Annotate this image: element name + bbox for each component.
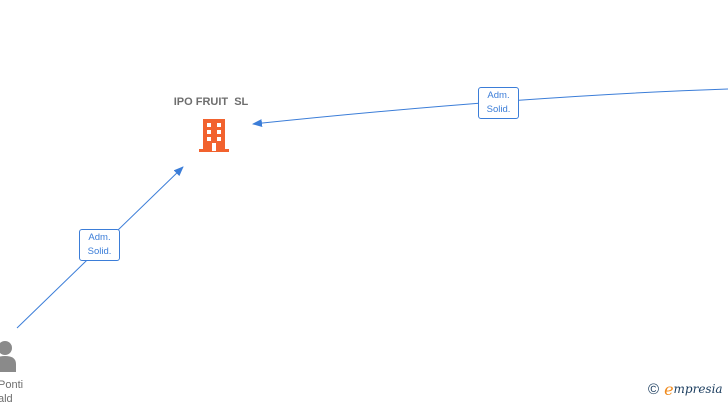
company-name[interactable]: IPO FRUIT SL xyxy=(173,96,249,108)
brand-name: mpresia xyxy=(673,382,723,396)
relation-label-left[interactable]: Adm. Solid. xyxy=(79,229,120,261)
relation-label-top[interactable]: Adm. Solid. xyxy=(478,87,519,119)
person-icon[interactable] xyxy=(0,338,18,372)
copyright-icon: © xyxy=(648,380,660,398)
person-name[interactable]: Ponti ald xyxy=(0,379,24,405)
building-icon[interactable] xyxy=(198,117,230,153)
empresia-watermark: © e mpresia xyxy=(648,378,723,400)
brand-initial: e xyxy=(664,379,674,399)
